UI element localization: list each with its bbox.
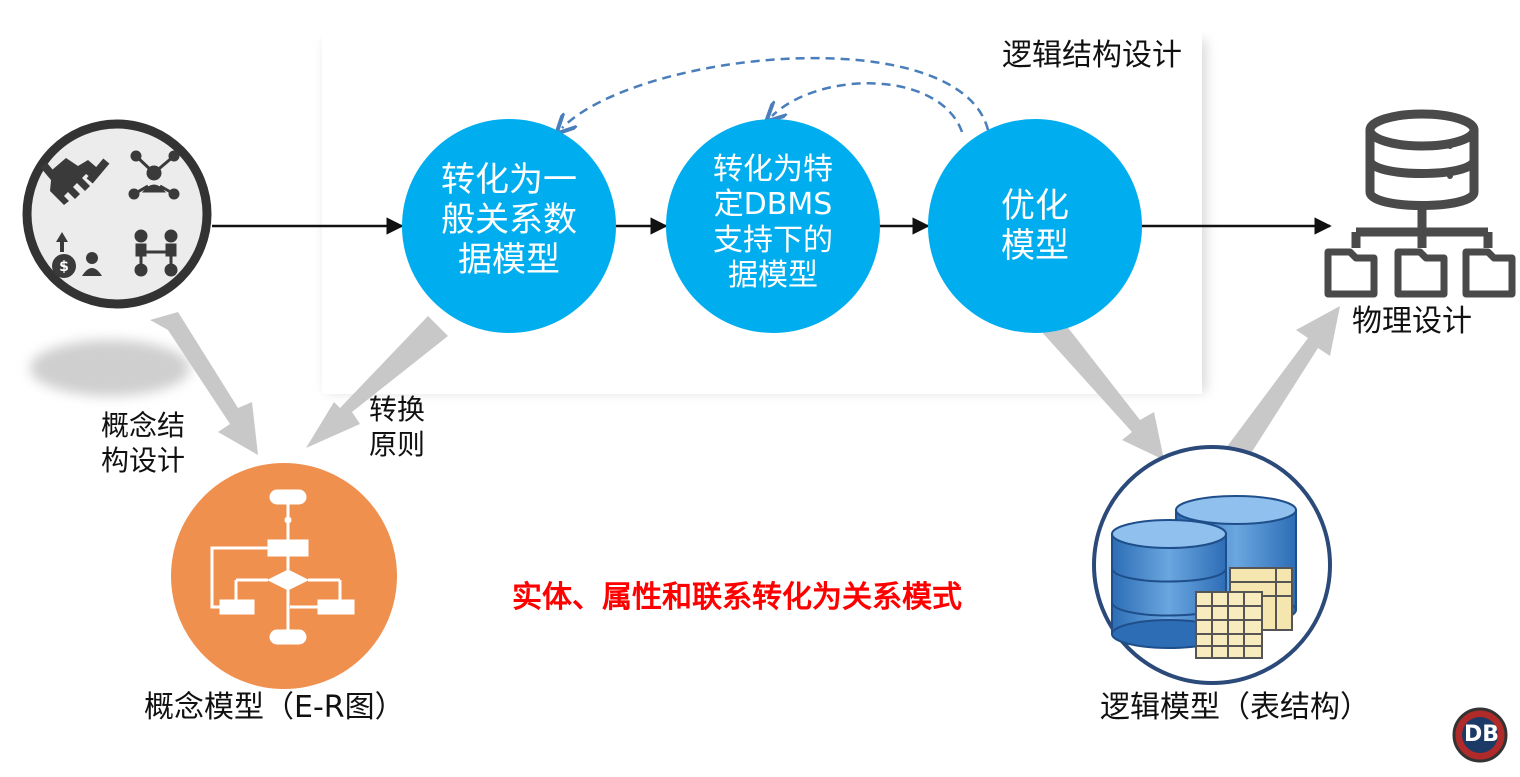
- step-label-1: 转化为一 般关系数 据模型: [441, 160, 577, 281]
- step-circle-2: [666, 119, 880, 333]
- er-model-icon-group: [171, 463, 397, 689]
- highlight-text: 实体、属性和联系转化为关系模式: [512, 580, 962, 615]
- table-grid-icon: [1195, 567, 1293, 659]
- handshake-icon: [40, 158, 110, 205]
- gray-arrow-physical: [1226, 306, 1340, 458]
- database-server-icon: [1324, 109, 1516, 298]
- icon-shadow: [30, 340, 190, 396]
- logical-model-caption: 逻辑模型（表结构）: [1100, 690, 1370, 725]
- business-icon-group: $: [22, 119, 212, 309]
- feedback-arrow-outer: [562, 56, 990, 130]
- gray-arrow-optimize: [1040, 320, 1164, 460]
- gray-arrow-conceptual-design: [150, 312, 258, 455]
- logical-model-icon-group: [1092, 445, 1332, 685]
- conceptual-design-label: 概念结 构设计: [100, 409, 185, 477]
- step-label-2: 转化为特 定DBMS 支持下的 据模型: [713, 152, 833, 294]
- flowchart-icon: [210, 489, 355, 645]
- step-circle-3: [928, 119, 1142, 333]
- money-person-icon: $: [52, 232, 102, 278]
- db-badge-text: DB: [1464, 722, 1500, 747]
- db-badge: [1452, 707, 1508, 763]
- step-circle-1: [402, 119, 616, 333]
- gray-arrow-conversion: [306, 316, 448, 448]
- conceptual-model-caption: 概念模型（E-R图）: [144, 690, 405, 725]
- team-icon: [134, 229, 178, 277]
- step-label-3: 优化 模型: [1001, 186, 1069, 267]
- section-title: 逻辑结构设计: [1002, 38, 1182, 73]
- physical-design-label: 物理设计: [1352, 304, 1472, 339]
- network-person-icon: [128, 150, 180, 200]
- conversion-rules-label: 转换 原则: [368, 393, 425, 461]
- svg-text:$: $: [59, 259, 69, 275]
